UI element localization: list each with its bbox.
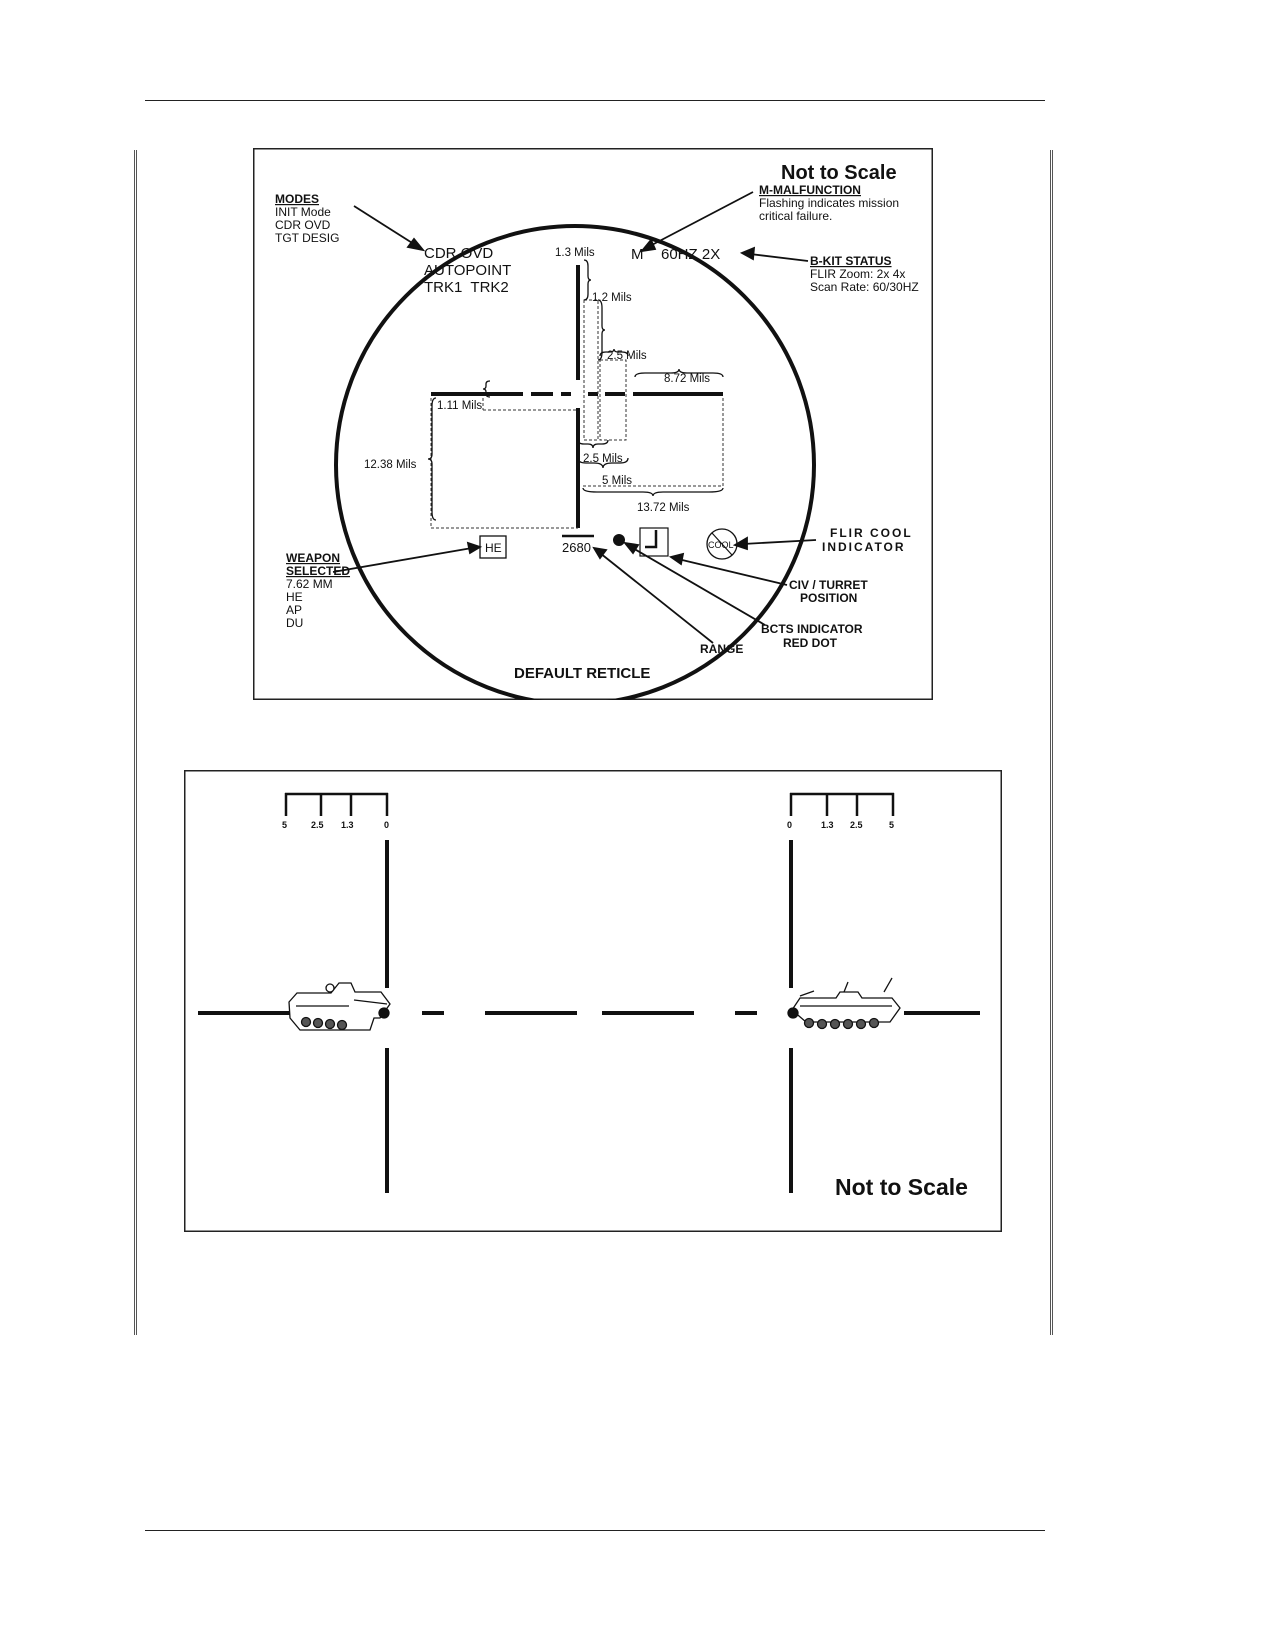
svg-text:COOL: COOL	[708, 540, 734, 550]
flir-cool-label: INDICATOR	[822, 540, 906, 554]
bcts-label: BCTS INDICATOR	[761, 622, 863, 636]
dim-12-38-mils: 12.38 Mils	[364, 459, 417, 471]
weapon-item: AP	[286, 603, 302, 617]
left-scale-label: 1.3	[341, 820, 354, 830]
malfunction-indicator: M	[631, 246, 644, 263]
right-scale-label: 0	[787, 820, 792, 830]
sight-circle	[334, 224, 816, 700]
dim-2-5-mils-top: 2.5 Mils	[607, 350, 647, 362]
default-reticle-figure: 1.3 Mils 1.2 Mils 2.5 Mils 8.72 Mils 1.1…	[253, 148, 933, 700]
modes-item: INIT Mode	[275, 205, 331, 219]
bcts-label: RED DOT	[783, 636, 838, 650]
display-mode-line: CDR OVD	[424, 245, 493, 262]
dim-8-72-mils: 8.72 Mils	[664, 373, 710, 385]
header-rule	[145, 100, 1045, 101]
civ-turret-label: CIV / TURRET	[789, 578, 868, 592]
vertical-reticle-lines	[385, 840, 793, 1193]
callout-arrows	[332, 191, 817, 644]
right-scale-label: 5	[889, 820, 894, 830]
modes-title: MODES	[275, 192, 319, 206]
right-scale-label: 2.5	[850, 820, 863, 830]
display-mode-line: AUTOPOINT	[424, 262, 511, 279]
bkit-status-text: 60HZ 2X	[661, 246, 720, 263]
left-vehicle-silhouette	[288, 982, 391, 1031]
range-reticle-figure: 5 2.5 1.3 0 0 1.3 2.5 5	[184, 770, 1002, 1232]
not-to-scale-label: Not to Scale	[835, 1174, 968, 1200]
bkit-line: Scan Rate: 60/30HZ	[810, 280, 919, 294]
right-scale-label: 1.3	[821, 820, 834, 830]
malfunction-line: Flashing indicates mission	[759, 196, 899, 210]
change-bar-right	[1050, 150, 1053, 1335]
weapon-box-text: HE	[485, 541, 502, 555]
bkit-line: FLIR Zoom: 2x 4x	[810, 267, 905, 281]
malfunction-title: M-MALFUNCTION	[759, 183, 861, 197]
weapon-item: HE	[286, 590, 303, 604]
dim-1-11-mils: 1.11 Mils	[437, 400, 482, 412]
figure-caption: DEFAULT RETICLE	[514, 665, 650, 682]
turret-position-marker	[645, 530, 658, 549]
dim-2-5-mils-bottom: 2.5 Mils	[583, 453, 623, 465]
dim-13-72-mils: 13.72 Mils	[637, 502, 690, 514]
modes-item: TGT DESIG	[275, 231, 339, 245]
right-vehicle-silhouette	[787, 977, 901, 1030]
bkit-title: B-KIT STATUS	[810, 254, 892, 268]
display-mode-line: TRK1 TRK2	[424, 279, 509, 296]
dim-5-mils: 5 Mils	[602, 475, 632, 487]
weapon-title: SELECTED	[286, 564, 350, 578]
right-stadia-scale	[789, 792, 895, 816]
modes-item: CDR OVD	[275, 218, 331, 232]
weapon-item: 7.62 MM	[286, 577, 333, 591]
turret-position-box	[639, 527, 669, 557]
footer-rule	[145, 1530, 1045, 1531]
weapon-title: WEAPON	[286, 551, 340, 565]
left-scale-label: 0	[384, 820, 389, 830]
range-label: RANGE	[700, 642, 743, 656]
dim-1-3-mils: 1.3 Mils	[555, 247, 595, 259]
dimension-braces	[427, 259, 724, 521]
dimension-guides	[430, 299, 724, 529]
bcts-dot	[613, 534, 625, 546]
range-value: 2680	[562, 540, 591, 555]
dim-1-2-mils: 1.2 Mils	[592, 292, 632, 304]
change-bar-left	[134, 150, 137, 1335]
left-scale-label: 5	[282, 820, 287, 830]
flir-cool-icon: COOL	[706, 528, 738, 560]
reticle	[431, 265, 723, 528]
civ-turret-label: POSITION	[800, 591, 857, 605]
malfunction-line: critical failure.	[759, 209, 832, 223]
flir-cool-label: FLIR COOL	[830, 526, 913, 540]
figure-border	[253, 148, 933, 700]
not-to-scale-label: Not to Scale	[781, 162, 897, 184]
left-scale-label: 2.5	[311, 820, 324, 830]
weapon-item: DU	[286, 616, 303, 630]
left-stadia-scale	[284, 792, 389, 816]
